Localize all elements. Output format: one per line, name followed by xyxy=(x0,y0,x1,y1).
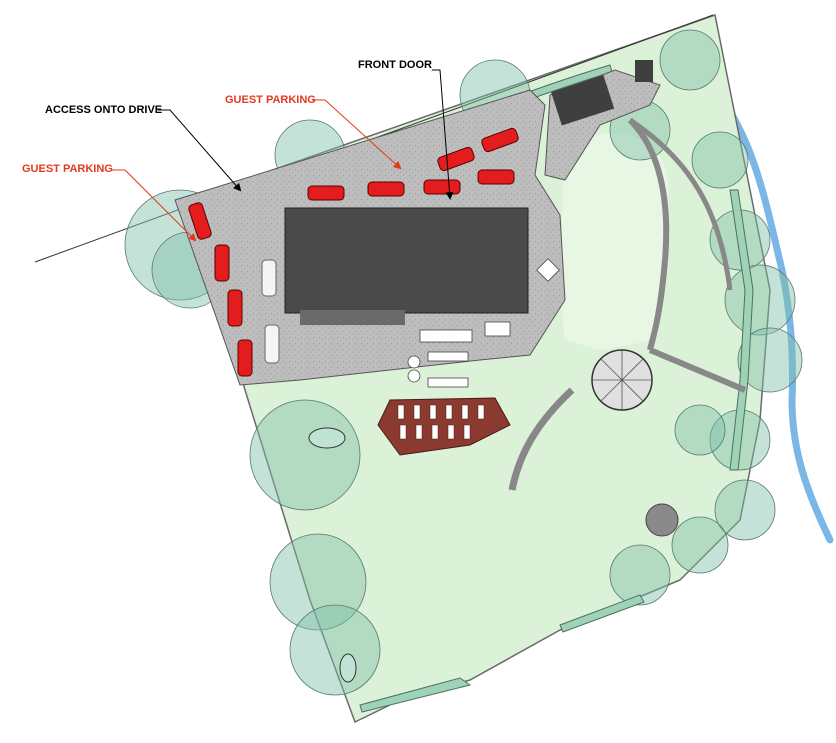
terrace-seating xyxy=(397,404,485,440)
pond xyxy=(308,427,346,449)
shed xyxy=(635,60,653,82)
garden-path-2 xyxy=(648,347,747,393)
pavilion-lines xyxy=(592,350,652,410)
main-building xyxy=(284,207,529,314)
meadow xyxy=(561,133,669,350)
access-drive-label: ACCESS ONTO DRIVE xyxy=(45,104,162,116)
garden-path-4 xyxy=(628,117,733,291)
guest-cars xyxy=(188,127,519,377)
access-drive-leader xyxy=(158,109,242,192)
guest-parking-left-label: GUEST PARKING xyxy=(22,163,113,175)
front-door-label: FRONT DOOR xyxy=(358,59,432,71)
pond-2 xyxy=(339,653,357,683)
garden-path-3 xyxy=(627,117,670,351)
guest-parking-top-leader xyxy=(312,99,402,170)
terrace xyxy=(377,397,511,456)
garden-path xyxy=(508,387,575,491)
guest-parking-left-leader xyxy=(112,169,197,242)
parked-cars xyxy=(261,259,280,364)
guest-parking-top-label: GUEST PARKING xyxy=(225,94,316,106)
outbuilding xyxy=(551,75,615,126)
feature-tree xyxy=(645,503,679,537)
patio-furniture xyxy=(407,258,560,388)
building-wing xyxy=(300,310,405,325)
front-door-leader xyxy=(432,69,454,200)
